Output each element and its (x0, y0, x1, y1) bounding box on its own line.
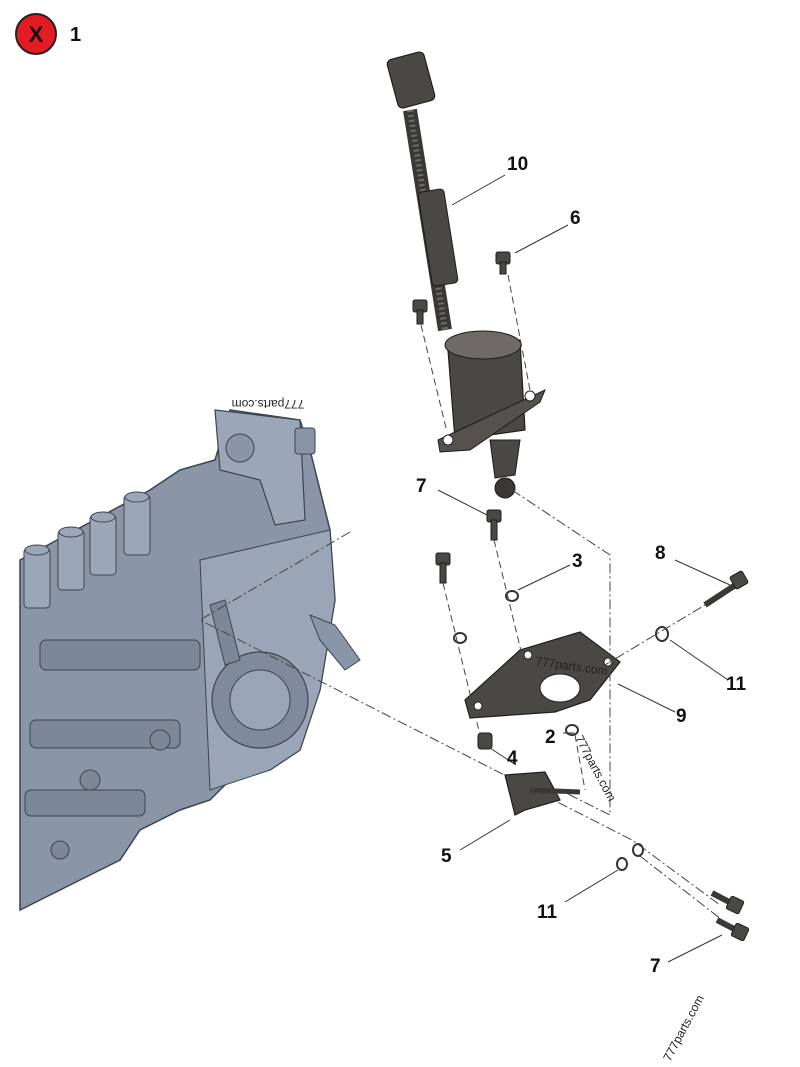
fasteners (412, 251, 750, 942)
callout-4: 4 (507, 748, 518, 769)
callout-9: 9 (676, 706, 687, 727)
bracket-5 (504, 771, 581, 816)
callout-7-upper: 7 (416, 476, 427, 497)
callout-7-lower: 7 (650, 956, 661, 977)
callout-11-lower: 11 (537, 902, 558, 923)
diagram-badge: X 1 (15, 13, 81, 55)
injection-pump (19, 409, 361, 912)
callout-8: 8 (655, 543, 666, 564)
callouts: 10 6 7 3 8 11 9 2 4 5 11 7 (416, 154, 747, 977)
callout-3: 3 (572, 551, 583, 572)
callout-5: 5 (441, 846, 452, 867)
callout-11-upper: 11 (726, 674, 747, 695)
badge-symbol: X (29, 22, 44, 47)
assembly-lines (198, 274, 736, 931)
watermark-4: 777parts.com (660, 993, 706, 1064)
shutdown-solenoid (386, 51, 546, 499)
callout-10: 10 (507, 154, 528, 175)
callout-2: 2 (545, 727, 556, 748)
callout-6: 6 (570, 208, 581, 229)
leader-lines (437, 174, 731, 963)
washers (453, 590, 669, 871)
badge-number: 1 (70, 24, 81, 46)
watermark-1: 777parts.com (232, 397, 305, 411)
